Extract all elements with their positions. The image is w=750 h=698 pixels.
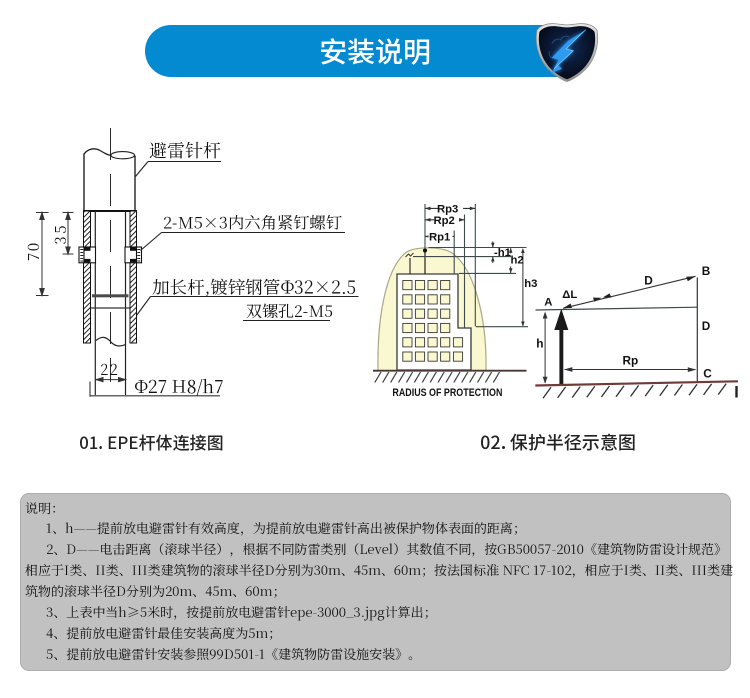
svg-text:35: 35 bbox=[50, 224, 71, 245]
svg-text:D: D bbox=[702, 319, 711, 333]
svg-text:Φ27 H8/h7: Φ27 H8/h7 bbox=[134, 374, 224, 399]
svg-text:避雷针杆: 避雷针杆 bbox=[149, 137, 221, 163]
svg-text:2-M5×3内六角紧钉螺钉: 2-M5×3内六角紧钉螺钉 bbox=[163, 210, 342, 234]
svg-text:C: C bbox=[703, 366, 712, 380]
svg-text:70: 70 bbox=[23, 241, 44, 262]
svg-text:RADIUS OF PROTECTION: RADIUS OF PROTECTION bbox=[392, 387, 502, 399]
svg-text:ΔL: ΔL bbox=[562, 289, 577, 301]
svg-text:A: A bbox=[544, 296, 552, 308]
svg-text:Rp: Rp bbox=[623, 353, 639, 367]
svg-text:-h1: -h1 bbox=[494, 247, 511, 259]
svg-text:加长杆,镀锌钢管Φ32×2.5: 加长杆,镀锌钢管Φ32×2.5 bbox=[152, 275, 356, 300]
svg-text:双镙孔2-M5: 双镙孔2-M5 bbox=[246, 299, 333, 322]
svg-text:h2: h2 bbox=[511, 255, 524, 267]
svg-text:h3: h3 bbox=[524, 278, 537, 290]
svg-text:D: D bbox=[644, 273, 653, 287]
svg-text:h: h bbox=[536, 336, 543, 350]
svg-text:Rp3: Rp3 bbox=[437, 203, 458, 215]
svg-text:B: B bbox=[702, 264, 711, 278]
svg-text:22: 22 bbox=[100, 359, 119, 380]
svg-text:Rp1: Rp1 bbox=[429, 231, 450, 243]
svg-text:Rp2: Rp2 bbox=[434, 215, 455, 227]
